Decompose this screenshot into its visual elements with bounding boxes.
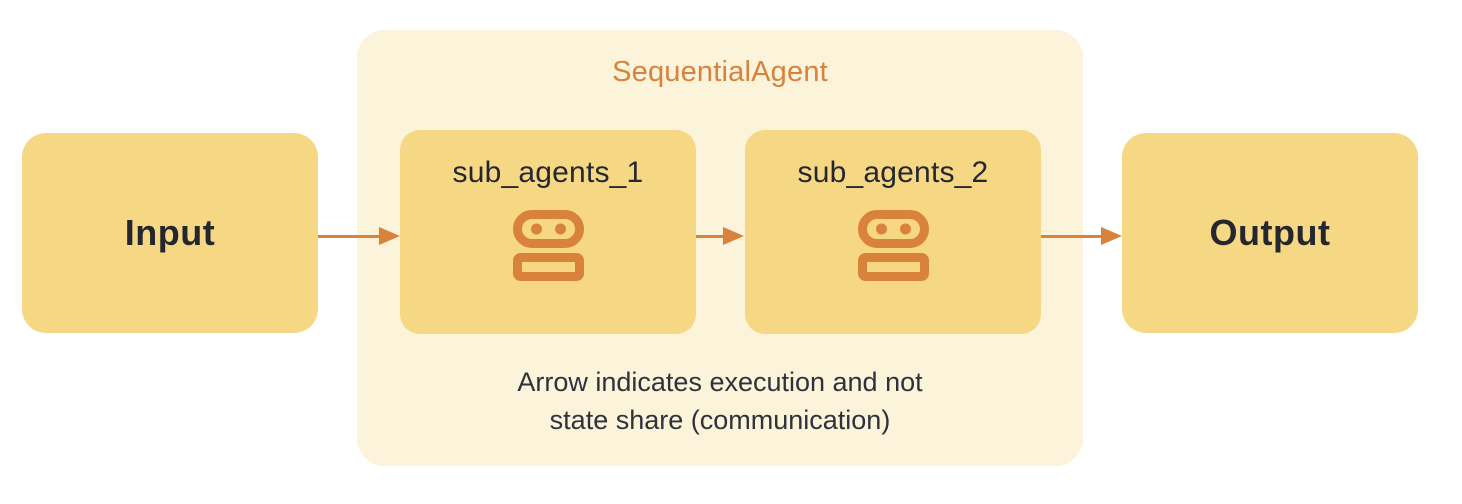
agent-2-label: sub_agents_2 — [797, 156, 989, 189]
arrow-agent2-to-output — [1041, 227, 1122, 245]
arrow-input-to-agent1 — [318, 227, 400, 245]
input-label: Input — [124, 212, 216, 253]
agent-1-label: sub_agents_1 — [452, 156, 644, 189]
arrow-shaft — [1041, 234, 1101, 238]
output-label: Output — [1209, 212, 1331, 253]
output-node: Output — [1122, 133, 1418, 333]
caption-line-2: state share (communication) — [549, 405, 891, 435]
arrow-shaft — [696, 234, 723, 238]
arrow-agent1-to-agent2 — [696, 227, 744, 245]
arrow-shaft — [318, 234, 379, 238]
input-node: Input — [22, 133, 318, 333]
caption: Arrow indicates execution and not state … — [357, 363, 1083, 439]
arrowhead-icon — [723, 227, 744, 245]
robot-icon — [512, 210, 584, 281]
group-title: SequentialAgent — [612, 56, 828, 88]
agent-node-1: sub_agents_1 — [400, 130, 696, 334]
agent-node-2: sub_agents_2 — [745, 130, 1041, 334]
arrowhead-icon — [1101, 227, 1122, 245]
arrowhead-icon — [379, 227, 400, 245]
caption-line-1: Arrow indicates execution and not — [517, 367, 923, 397]
robot-icon — [857, 210, 929, 281]
sequential-agent-group: SequentialAgent sub_agents_1 sub_agents_… — [357, 30, 1083, 466]
